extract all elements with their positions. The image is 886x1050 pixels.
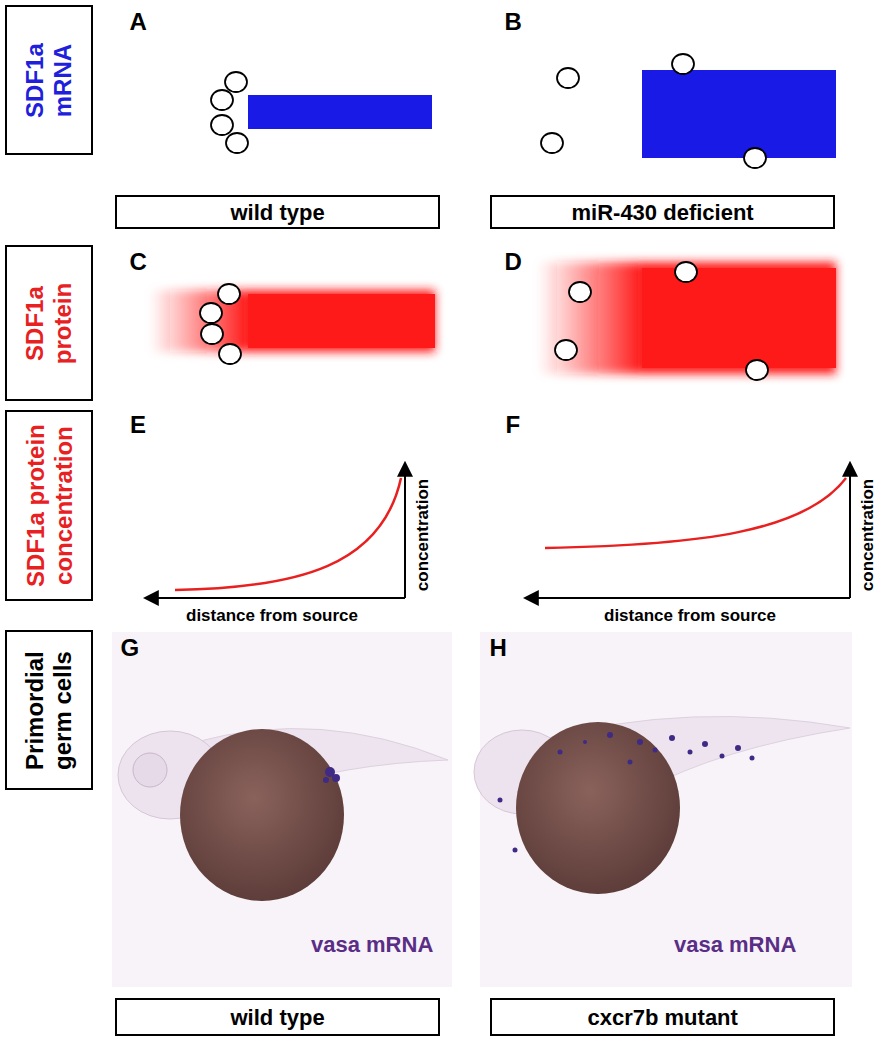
row-label-box: SDF1a protein	[5, 245, 93, 401]
germ-cell	[555, 340, 577, 360]
y-axis	[404, 464, 406, 598]
condition-label: wild type	[231, 200, 325, 225]
germ-cell	[675, 262, 697, 282]
panel-letter: B	[505, 8, 522, 36]
germ-cell	[201, 324, 223, 344]
germ-cell	[557, 68, 579, 88]
condition-label: miR-430 deficient	[572, 200, 754, 225]
protein-fade	[538, 262, 644, 374]
protein-band	[640, 262, 836, 374]
embryo-photo	[480, 632, 852, 987]
germ-cells	[555, 262, 768, 380]
mrna-band	[642, 70, 836, 158]
stain-dot	[735, 745, 741, 751]
germ-cell	[541, 133, 563, 153]
stain-dot	[332, 774, 340, 782]
row-label: SDF1a protein	[21, 253, 76, 393]
embryo-yolk	[180, 729, 344, 901]
germ-cell	[225, 72, 247, 92]
axis-label: distance from source	[186, 606, 358, 626]
stain-dot	[720, 754, 725, 759]
stain-dot	[669, 735, 675, 741]
panel-letter: G	[121, 634, 140, 662]
germ-cell	[672, 54, 694, 74]
stain-label: vasa mRNA	[674, 932, 796, 958]
concentration-curve	[175, 478, 401, 590]
stain-dot	[628, 760, 633, 765]
row-label-box: Primordial germ cells	[5, 630, 93, 790]
germ-cell	[569, 282, 591, 302]
stain-dot	[513, 848, 518, 853]
condition-box: cxcr7b mutant	[490, 998, 835, 1036]
germ-cell	[226, 133, 248, 153]
text-holder: SDF1a mRNA	[21, 25, 76, 135]
germ-cells	[211, 72, 248, 153]
stain-dot	[498, 798, 503, 803]
germ-cell	[746, 360, 768, 380]
germ-cell	[218, 284, 240, 304]
panel-letter: D	[505, 248, 522, 276]
row-label: SDF1a mRNA	[21, 25, 76, 135]
germ-cell-stain	[323, 767, 340, 783]
row-label-box: SDF1a protein concentration	[5, 410, 93, 601]
stain-dot	[653, 748, 658, 753]
germ-cells	[541, 54, 766, 168]
embryo-eye	[133, 753, 167, 787]
x-axis	[526, 597, 850, 599]
embryo-photo	[112, 632, 452, 987]
germ-cell	[211, 115, 233, 135]
row-label-box: SDF1a mRNA	[5, 5, 93, 155]
germ-cell	[744, 148, 766, 168]
row-label: Primordial germ cells	[21, 645, 76, 775]
stain-dot	[323, 777, 329, 783]
stain-dot	[558, 750, 563, 755]
axis-label: concentration	[858, 479, 878, 591]
text-holder: cxcr7b mutant	[588, 1005, 738, 1030]
text-holder: wild type	[231, 200, 325, 225]
protein-band	[248, 294, 435, 348]
stain-dot	[583, 740, 587, 744]
row-label: SDF1a protein concentration	[21, 418, 76, 593]
panel-letter: H	[490, 634, 507, 662]
y-axis	[849, 464, 851, 598]
embryo-yolk	[516, 722, 680, 894]
text-holder: SDF1a protein	[21, 253, 76, 393]
text-holder: Primordial germ cells	[21, 645, 76, 775]
germ-cell	[200, 303, 222, 323]
germ-cell-stain	[498, 732, 755, 853]
panel-letter: E	[130, 411, 146, 439]
protein-glow	[538, 262, 836, 374]
axis-label: distance from source	[604, 606, 776, 626]
stain-dot	[607, 732, 613, 738]
condition-box: miR-430 deficient	[490, 195, 835, 229]
text-holder: miR-430 deficient	[572, 200, 754, 225]
condition-label: cxcr7b mutant	[588, 1005, 738, 1030]
axis-label: concentration	[413, 479, 433, 591]
protein-band	[642, 268, 836, 368]
germ-cell	[219, 344, 241, 364]
protein-glow	[150, 290, 435, 352]
stain-dot	[702, 741, 708, 747]
germ-cell	[211, 90, 233, 110]
germ-cells	[200, 284, 241, 364]
stain-dot	[637, 739, 643, 745]
text-holder: SDF1a protein concentration	[21, 418, 76, 593]
panel-letter: A	[130, 8, 147, 36]
panel-letter: F	[506, 411, 521, 439]
condition-label: wild type	[231, 1005, 325, 1030]
concentration-curve	[545, 478, 846, 548]
panel-letter: C	[130, 248, 147, 276]
x-axis	[146, 597, 405, 599]
text-holder: wild type	[231, 1005, 325, 1030]
protein-band	[245, 290, 435, 352]
stain-label: vasa mRNA	[311, 932, 433, 958]
condition-box: wild type	[115, 195, 440, 229]
stain-dot	[688, 750, 693, 755]
mrna-band	[248, 95, 432, 129]
condition-box: wild type	[115, 998, 440, 1036]
stain-dot	[750, 756, 755, 761]
